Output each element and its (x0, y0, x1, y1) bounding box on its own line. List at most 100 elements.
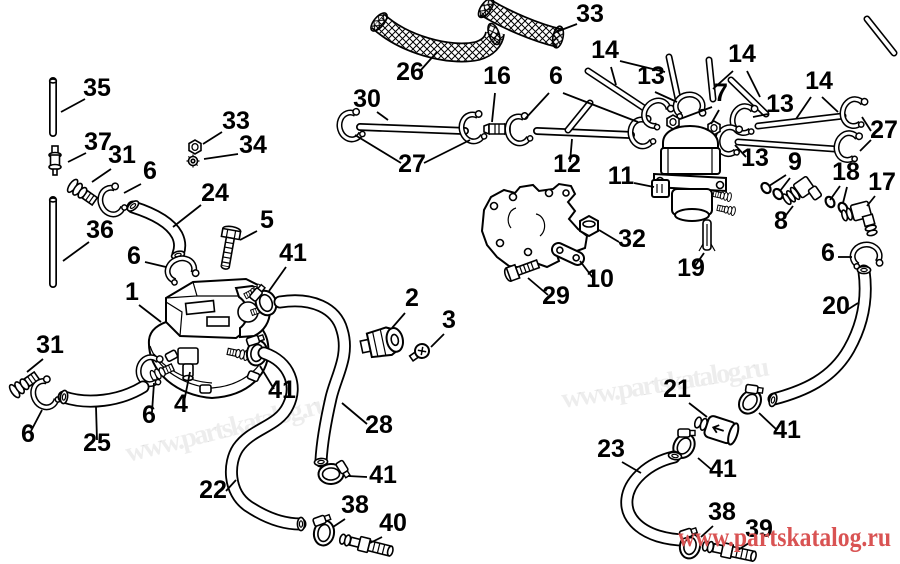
callout-label: 13 (637, 62, 665, 90)
leader-line (95, 406, 98, 441)
leader-line (423, 139, 471, 164)
callout-13: 13 (752, 90, 794, 118)
nut-32 (579, 214, 599, 238)
callout-label: 5 (260, 206, 274, 234)
leader-line (562, 92, 639, 123)
leader-line (151, 382, 155, 413)
callout-label: 6 (127, 242, 141, 270)
callout-label: 6 (549, 62, 563, 90)
barb-fitting-31 (64, 177, 100, 209)
callout-34: 34 (203, 131, 267, 160)
callout-6: 6 (821, 239, 852, 267)
leader-line (202, 131, 223, 145)
callout-10: 10 (579, 260, 614, 293)
callout-label: 17 (868, 168, 896, 196)
fuel-tube-30 (356, 123, 469, 135)
callout-label: 16 (483, 62, 511, 90)
leader-line (859, 139, 872, 152)
leader-line (734, 144, 747, 158)
callout-5: 5 (239, 206, 274, 241)
inline-fitting-37 (48, 145, 62, 176)
leader-line (866, 195, 876, 207)
leader-line (619, 60, 666, 73)
leader-line (123, 183, 142, 194)
callout-label: 29 (542, 282, 570, 310)
callout-41: 41 (268, 239, 307, 292)
o-ring-18 (822, 194, 838, 210)
leader-line (527, 277, 549, 296)
leader-line (610, 66, 617, 86)
callout-26: 26 (396, 51, 438, 86)
callout-label: 38 (708, 498, 736, 526)
leader-line (144, 261, 167, 268)
barb-stud-39 (701, 540, 757, 563)
callout-28: 28 (341, 402, 393, 439)
elbow-fitting-17 (840, 200, 878, 237)
leader-line (861, 116, 872, 132)
callout-label: 18 (832, 158, 860, 186)
callout-21: 21 (663, 375, 708, 418)
callout-12: 12 (553, 138, 581, 178)
check-valve-21 (693, 415, 740, 446)
hose-24 (124, 198, 187, 261)
leader-line (842, 186, 848, 204)
mounting-bracket-assembly (480, 182, 599, 283)
callout-14: 14 (591, 36, 666, 86)
callout-label: 32 (618, 225, 646, 253)
hose-23 (620, 450, 692, 548)
callout-9: 9 (768, 148, 802, 192)
o-ring-9 (770, 186, 786, 202)
callout-1: 1 (125, 278, 162, 323)
primer-tubes-14 (564, 15, 898, 153)
callout-label: 8 (774, 207, 788, 235)
leader-line (172, 204, 202, 228)
leader-line (341, 402, 368, 425)
nut-33 (188, 139, 202, 155)
washer-34 (186, 154, 200, 168)
leader-line (688, 402, 708, 418)
callout-36: 36 (62, 216, 114, 262)
callout-13: 13 (734, 144, 769, 172)
callout-31: 31 (26, 331, 64, 373)
leader-line (846, 302, 859, 311)
clamp-38 (307, 509, 339, 549)
bolt-29 (503, 259, 541, 283)
callout-8: 8 (774, 205, 794, 235)
callout-label: 22 (199, 476, 227, 504)
leader-line (268, 266, 287, 292)
callout-label: 20 (822, 292, 850, 320)
callout-label: 41 (268, 376, 296, 404)
callout-label: 21 (663, 375, 691, 403)
leader-line (710, 109, 720, 125)
callout-label: 33 (222, 107, 250, 135)
hex-fitting-2 (359, 326, 404, 359)
clamp-6 (96, 182, 128, 218)
callout-label: 37 (84, 128, 112, 156)
callout-23: 23 (597, 435, 642, 474)
callout-33: 33 (202, 107, 250, 145)
leader-line (779, 177, 791, 192)
elbow-fitting-8 (782, 175, 823, 206)
braided-hose-33 (477, 0, 565, 49)
leader-line (60, 98, 86, 113)
callout-label: 2 (405, 284, 419, 312)
callout-41: 41 (758, 412, 801, 444)
callout-label: 13 (741, 144, 769, 172)
callout-37: 37 (67, 128, 112, 163)
clamp-27 (840, 95, 869, 129)
leader-line (712, 70, 734, 90)
callout-6: 6 (127, 242, 167, 270)
callout-31: 31 (91, 141, 136, 183)
callout-11: 11 (608, 162, 655, 190)
callout-label: 41 (279, 239, 307, 267)
leader-line (239, 230, 258, 241)
callout-27: 27 (354, 134, 471, 178)
leader-line (700, 525, 714, 538)
callout-40: 40 (369, 509, 407, 544)
leader-line (30, 409, 43, 432)
callout-label: 10 (586, 265, 614, 293)
leader-line (347, 475, 368, 478)
callout-label: 41 (773, 416, 801, 444)
leader-line (419, 51, 438, 72)
callout-label: 31 (108, 141, 136, 169)
